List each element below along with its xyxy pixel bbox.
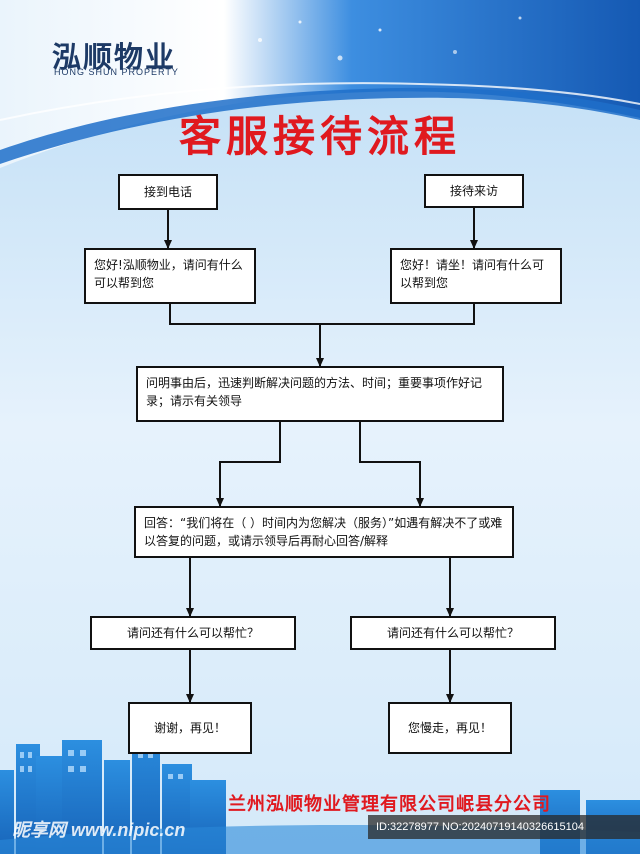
image-id-strip: ID:32278977 NO:20240719140326615104 — [368, 815, 640, 839]
company-logo-english: HONG SHUN PROPERTY — [54, 67, 179, 77]
step-phone-call-label: 接到电话 — [143, 185, 192, 199]
step-bye-left-label: 谢谢，再见！ — [153, 721, 226, 735]
step-answer: 回答：“我们将在（ ）时间内为您解决（服务）”如遇有解决不了或难以答复的问题，或… — [134, 506, 514, 558]
company-name-footer: 兰州泓顺物业管理有限公司岷县分公司 — [228, 794, 551, 815]
step-visitor: 接待来访 — [424, 174, 524, 208]
page-title: 客服接待流程 — [178, 112, 461, 161]
step-answer-text: 回答：“我们将在（ ）时间内为您解决（服务）”如遇有解决不了或难以答复的问题，或… — [144, 516, 503, 548]
step-phone-greeting-text: 您好!泓顺物业，请问有什么可以帮到您 — [94, 258, 243, 290]
step-ask-more-right-label: 请问还有什么可以帮忙？ — [386, 626, 519, 640]
step-visitor-label: 接待来访 — [449, 184, 498, 198]
step-phone-call: 接到电话 — [118, 174, 218, 210]
step-bye-left: 谢谢，再见！ — [128, 702, 252, 754]
watermark: 昵享网 www.nipic.cn — [12, 820, 186, 840]
company-logo-name: 泓顺物业 — [52, 40, 177, 74]
step-ask-more-left: 请问还有什么可以帮忙？ — [90, 616, 296, 650]
step-inquiry: 问明事由后，迅速判断解决问题的方法、时间；重要事项作好记录；请示有关领导 — [136, 366, 504, 422]
step-visitor-greeting-text: 您好！请坐！请问有什么可以帮到您 — [400, 258, 545, 290]
step-visitor-greeting: 您好！请坐！请问有什么可以帮到您 — [390, 248, 562, 304]
step-bye-right: 您慢走，再见！ — [388, 702, 512, 754]
step-inquiry-text: 问明事由后，迅速判断解决问题的方法、时间；重要事项作好记录；请示有关领导 — [146, 376, 483, 408]
step-bye-right-label: 您慢走，再见！ — [407, 721, 492, 735]
step-phone-greeting: 您好!泓顺物业，请问有什么可以帮到您 — [84, 248, 256, 304]
step-ask-more-left-label: 请问还有什么可以帮忙？ — [126, 626, 259, 640]
step-ask-more-right: 请问还有什么可以帮忙？ — [350, 616, 556, 650]
